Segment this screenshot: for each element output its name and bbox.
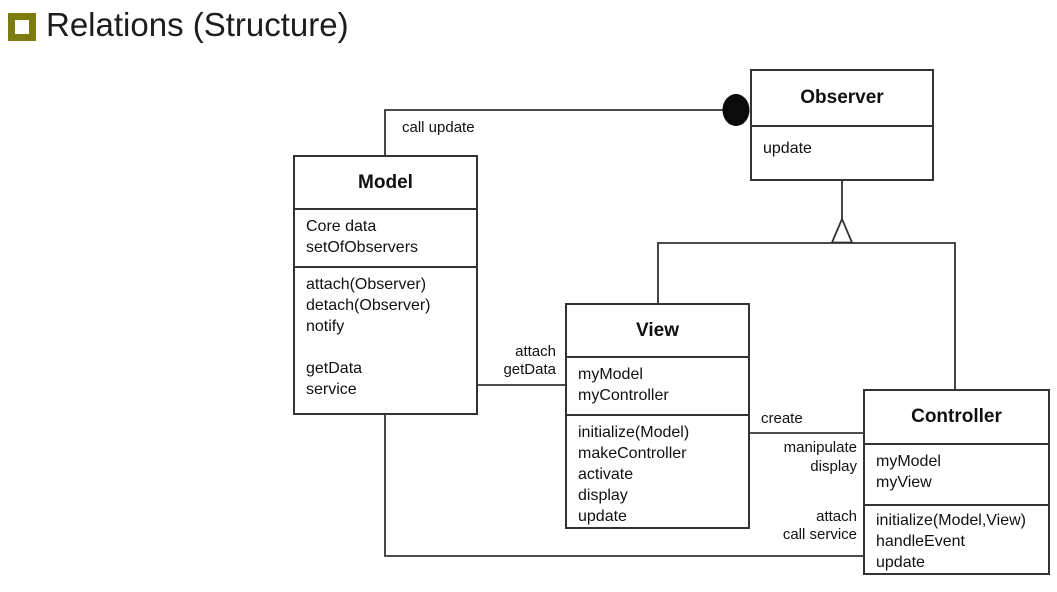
bullet-square-icon [8, 13, 36, 41]
slide-header: Relations (Structure) [8, 6, 349, 44]
label-manipulate-display: manipulate display [783, 439, 857, 475]
label-call-update: call update [402, 119, 475, 136]
label-attach-callservice: attach call service [782, 508, 857, 543]
class-attributes: myModel myController [567, 358, 748, 416]
class-attributes: myModel myView [865, 445, 1048, 506]
class-box-model: Model Core data setOfObservers attach(Ob… [293, 155, 478, 415]
filled-circle-connector-icon [722, 94, 750, 126]
label-create: create [761, 410, 803, 427]
class-box-controller: Controller myModel myView initialize(Mod… [863, 389, 1050, 575]
class-methods: initialize(Model,View) handleEvent updat… [876, 512, 1026, 571]
class-title: View [567, 305, 748, 358]
class-title: Controller [865, 391, 1048, 445]
class-methods: update [763, 140, 812, 157]
generalization-branch-connector [657, 242, 956, 389]
class-box-view: View myModel myController initialize(Mod… [565, 303, 750, 529]
model-observer-connector [384, 109, 723, 155]
class-attributes: Core data setOfObservers [295, 210, 476, 268]
class-title: Model [295, 157, 476, 210]
class-methods: initialize(Model) makeController activat… [578, 424, 690, 525]
generalization-triangle-icon [830, 216, 854, 244]
slide-title: Relations (Structure) [46, 6, 349, 43]
label-attach-getdata: attach getData [503, 343, 556, 378]
model-controller-connector [384, 415, 863, 557]
class-methods: attach(Observer) detach(Observer) notify… [306, 276, 431, 398]
class-box-observer: Observer update [750, 69, 934, 181]
class-title: Observer [752, 71, 932, 127]
